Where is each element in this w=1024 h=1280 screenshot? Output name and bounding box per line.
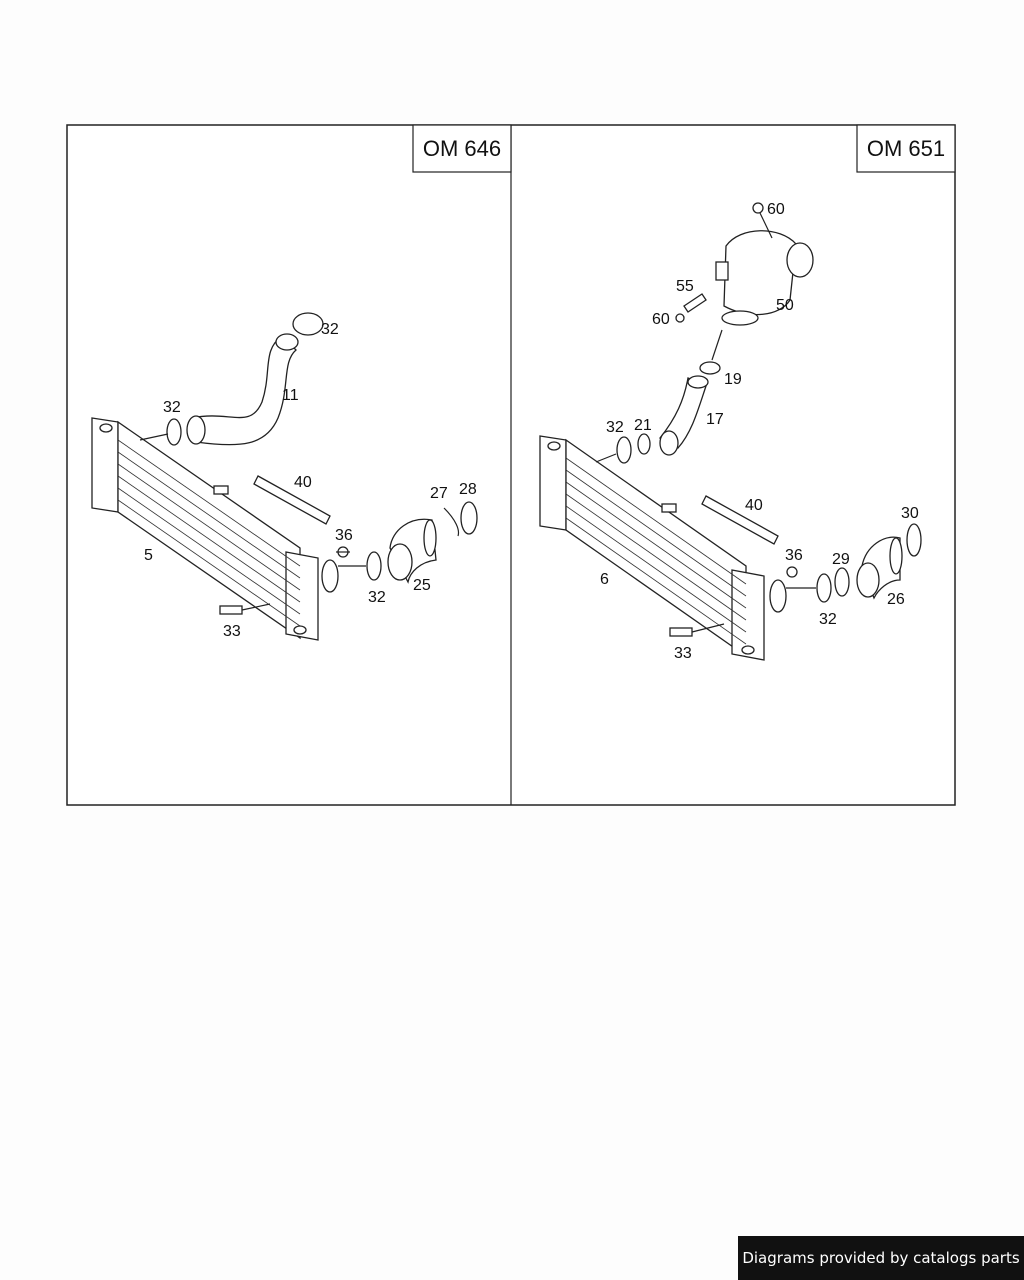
screw-36 — [336, 546, 350, 558]
seal-ring-28 — [460, 501, 478, 535]
throttle-housing-50 — [715, 230, 814, 326]
part-label: 6 — [600, 571, 609, 588]
hose-clamp-32-upper — [616, 436, 632, 464]
panel-right-header: OM 651 — [856, 124, 956, 173]
intercooler-5 — [91, 417, 319, 641]
bolt-60-top — [752, 202, 773, 239]
part-label: 32 — [606, 419, 624, 436]
part-label: 17 — [706, 411, 724, 428]
seal-strip-40 — [253, 475, 331, 525]
part-label: 32 — [163, 399, 181, 416]
part-label: 50 — [776, 297, 794, 314]
part-label: 32 — [321, 321, 339, 338]
screw-36-right — [786, 566, 798, 578]
cooler-outlet-right — [769, 579, 787, 613]
hose-clamp-32-bottom — [366, 551, 382, 581]
seal-ring-30 — [906, 523, 922, 557]
part-label: 25 — [413, 577, 431, 594]
part-label: 28 — [459, 481, 477, 498]
part-label: 60 — [652, 311, 670, 328]
part-label: 36 — [335, 527, 353, 544]
seal-ring-21 — [637, 433, 651, 455]
panel-left-header: OM 646 — [412, 124, 512, 173]
hose-clamp-32-lower — [816, 573, 832, 603]
cooler-outlet-left — [321, 559, 339, 593]
part-label: 60 — [767, 201, 785, 218]
part-label: 21 — [634, 417, 652, 434]
seal-strip-40-right — [701, 495, 779, 545]
screw-33-left — [219, 603, 271, 615]
bolt-60-left — [675, 313, 685, 323]
left-assembly — [91, 312, 478, 641]
part-label: 33 — [223, 623, 241, 640]
part-label: 40 — [745, 497, 763, 514]
right-assembly — [539, 202, 922, 661]
part-label: 5 — [144, 547, 153, 564]
elbow-26 — [856, 536, 903, 600]
screw-33-right — [669, 623, 725, 637]
part-label: 29 — [832, 551, 850, 568]
part-label: 27 — [430, 485, 448, 502]
part-label: 40 — [294, 474, 312, 491]
part-label: 26 — [887, 591, 905, 608]
seal-ring-19 — [699, 361, 721, 375]
part-label: 36 — [785, 547, 803, 564]
elbow-25 — [387, 518, 437, 584]
clip-27 — [443, 507, 460, 537]
charge-air-hose-11 — [186, 333, 299, 446]
intercooler-6 — [539, 435, 765, 661]
part-label: 33 — [674, 645, 692, 662]
part-label: 32 — [368, 589, 386, 606]
part-label: 32 — [819, 611, 837, 628]
hose-clamp-32-top — [292, 312, 324, 336]
seal-ring-29 — [834, 567, 850, 597]
part-label: 19 — [724, 371, 742, 388]
engine-label-left: OM 646 — [423, 136, 501, 161]
charge-air-pipe-17 — [659, 375, 709, 456]
engine-label-right: OM 651 — [867, 136, 945, 161]
part-label: 11 — [282, 387, 299, 404]
part-label: 55 — [676, 278, 694, 295]
bracket-55 — [683, 293, 707, 313]
part-label: 30 — [901, 505, 919, 522]
hose-clamp-32-left — [166, 418, 182, 446]
credit-banner: Diagrams provided by catalogs parts — [738, 1236, 1024, 1280]
